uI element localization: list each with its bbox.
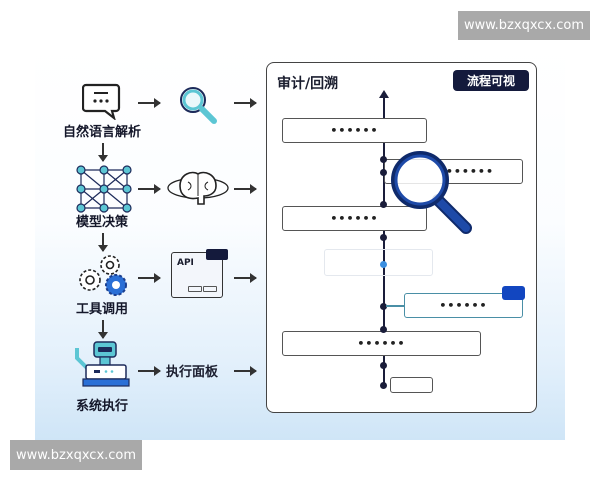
timeline-dot-active: [380, 261, 387, 268]
right-arrow: [234, 366, 257, 376]
entry-tab: [502, 286, 525, 300]
right-arrow: [138, 366, 161, 376]
faded-entry: [324, 249, 433, 276]
timeline-dot: [380, 156, 387, 163]
down-arrow: [98, 233, 108, 252]
timeline-dot: [380, 362, 387, 369]
step-label-decision: 模型决策: [75, 215, 128, 230]
down-arrow: [98, 143, 108, 162]
right-arrow: [138, 184, 161, 194]
brain-icon: [167, 171, 229, 205]
robot-icon: [75, 341, 130, 387]
window-tab: [206, 249, 228, 260]
timeline-dot: [380, 303, 387, 310]
watermark-top: www.bzxqxcx.com: [458, 11, 590, 40]
timeline-entry[interactable]: ••••••: [282, 331, 481, 356]
timeline-dot: [380, 382, 387, 389]
right-arrow: [234, 184, 257, 194]
timeline-arrow-up: [379, 90, 389, 98]
step-label-nlp: 自然语言解析: [62, 125, 141, 140]
api-window-icon: API: [171, 249, 228, 298]
exec-panel-label: 执行面板: [166, 365, 219, 380]
api-button: [188, 286, 202, 292]
watermark-bottom: www.bzxqxcx.com: [10, 440, 142, 470]
magnifier-overlay-icon: [391, 151, 472, 234]
timeline-entry-small[interactable]: [390, 377, 433, 393]
right-arrow: [234, 273, 257, 283]
api-button: [203, 286, 217, 292]
timeline-entry[interactable]: ••••••: [282, 206, 427, 231]
timeline-line: [383, 97, 385, 385]
step-label-tool-call: 工具调用: [75, 302, 128, 317]
neural-network-icon: [76, 165, 132, 213]
timeline-dot: [380, 201, 387, 208]
right-arrow: [138, 273, 161, 283]
flow-visual-badge: 流程可视: [453, 70, 529, 91]
connector: [386, 305, 404, 307]
timeline-dot: [380, 326, 387, 333]
right-arrow: [234, 98, 257, 108]
down-arrow: [98, 320, 108, 339]
magnifier-icon: [180, 87, 217, 124]
gears-icon: [79, 255, 127, 296]
api-label: API: [177, 258, 194, 268]
timeline-dot: [380, 169, 387, 176]
timeline-dot: [380, 234, 387, 241]
timeline-entry[interactable]: ••••••: [282, 118, 427, 143]
panel-title: 审计/回溯: [277, 76, 339, 92]
step-label-execution: 系统执行: [75, 399, 128, 414]
right-arrow: [138, 98, 161, 108]
chat-bubble-icon: [82, 83, 121, 120]
